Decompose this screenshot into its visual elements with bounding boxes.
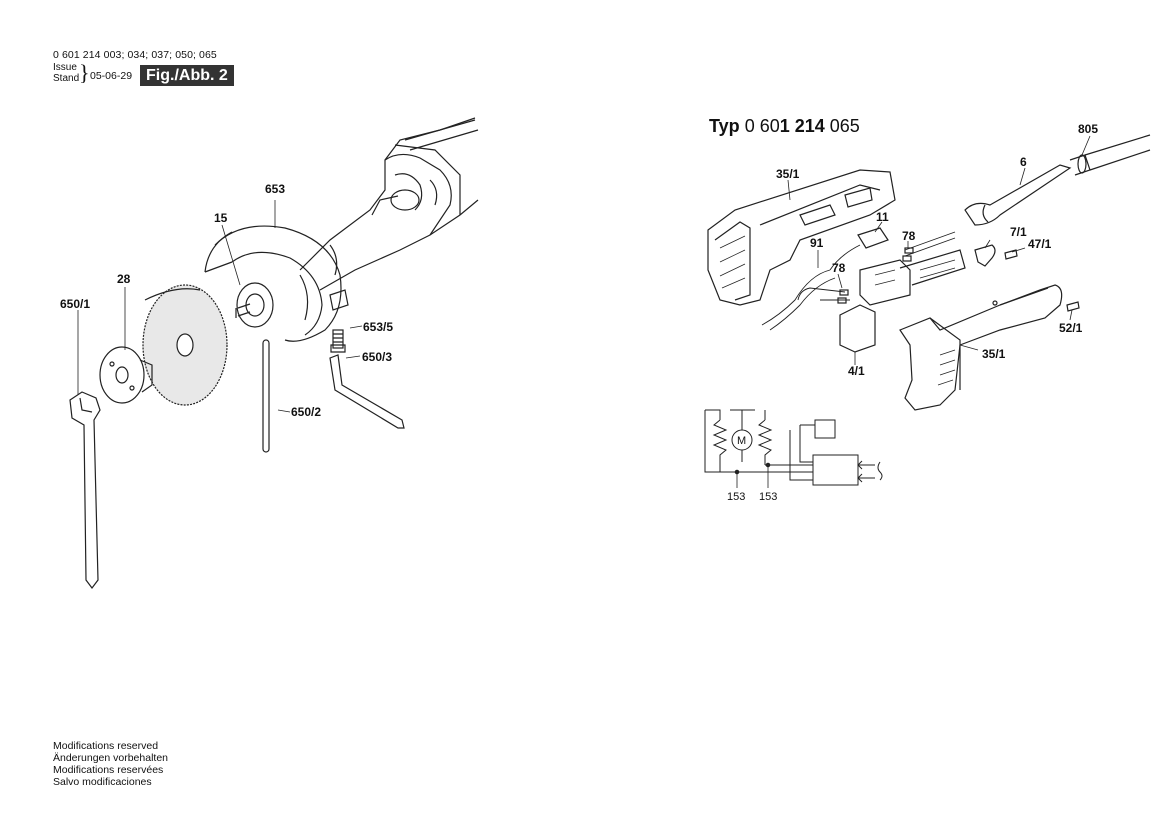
label-6: 6 bbox=[1020, 155, 1027, 169]
wiring-schematic bbox=[704, 409, 883, 488]
footer-line-fr: Modifications reservées bbox=[53, 764, 164, 776]
screw bbox=[330, 329, 346, 353]
brace-icon: } bbox=[79, 60, 90, 85]
label-653-5: 653/5 bbox=[363, 320, 393, 334]
type-p3: 065 bbox=[824, 116, 860, 136]
label-653: 653 bbox=[265, 182, 285, 196]
screw-47-1 bbox=[1004, 249, 1018, 260]
label-35-1-bottom: 35/1 bbox=[982, 347, 1006, 361]
label-7-1: 7/1 bbox=[1010, 225, 1027, 239]
issue-label: Issue Stand bbox=[53, 62, 80, 84]
model-numbers: 0 601 214 003; 034; 037; 050; 065 bbox=[53, 49, 217, 61]
figure-badge: Fig./Abb. 2 bbox=[140, 65, 234, 86]
capacitor bbox=[857, 227, 889, 249]
grinder-body bbox=[299, 117, 479, 291]
flange-nut bbox=[99, 346, 153, 404]
motor-symbol: M bbox=[737, 435, 746, 447]
label-11: 11 bbox=[876, 210, 889, 224]
connectors bbox=[837, 247, 914, 304]
issue-date: 05-06-29 bbox=[90, 70, 133, 82]
spindle bbox=[235, 303, 251, 318]
label-35-1-top: 35/1 bbox=[776, 167, 800, 181]
type-heading: Typ 0 601 214 065 bbox=[709, 116, 860, 137]
label-153-a: 153 bbox=[727, 491, 745, 503]
footer-line-de: Änderungen vorbehalten bbox=[53, 752, 169, 764]
label-153-b: 153 bbox=[759, 491, 777, 503]
pin bbox=[262, 339, 270, 453]
cable-clamp bbox=[974, 244, 996, 267]
label-15: 15 bbox=[214, 211, 228, 225]
footer-notice: Modifications reserved Änderungen vorbeh… bbox=[53, 740, 168, 788]
label-47-1: 47/1 bbox=[1028, 237, 1052, 251]
wheel-guard bbox=[204, 225, 349, 342]
label-650-1: 650/1 bbox=[60, 297, 90, 311]
issue-label-en: Issue bbox=[53, 62, 77, 73]
spanner bbox=[69, 391, 101, 589]
switch-unit bbox=[839, 249, 966, 353]
label-28: 28 bbox=[117, 272, 131, 286]
label-650-2: 650/2 bbox=[291, 405, 321, 419]
issue-label-de: Stand bbox=[53, 72, 80, 84]
housing-half-bottom bbox=[899, 284, 1063, 411]
power-cable bbox=[964, 134, 1151, 226]
hex-key bbox=[329, 354, 405, 429]
label-91: 91 bbox=[810, 236, 824, 250]
label-78-b: 78 bbox=[832, 261, 846, 275]
screw-52-1 bbox=[1066, 301, 1080, 312]
label-805: 805 bbox=[1078, 122, 1098, 136]
label-650-3: 650/3 bbox=[362, 350, 392, 364]
footer-line-en: Modifications reserved bbox=[53, 740, 159, 752]
housing-half-top bbox=[707, 169, 896, 306]
type-p1: 0 60 bbox=[744, 116, 780, 136]
wires bbox=[761, 231, 956, 331]
label-78-a: 78 bbox=[902, 229, 916, 243]
label-4-1: 4/1 bbox=[848, 364, 865, 378]
type-p2: 1 214 bbox=[779, 116, 825, 136]
grinding-wheel bbox=[142, 284, 228, 406]
footer-line-es: Salvo modificaciones bbox=[53, 776, 152, 788]
type-prefix: Typ bbox=[709, 116, 740, 136]
label-52-1: 52/1 bbox=[1059, 321, 1083, 335]
